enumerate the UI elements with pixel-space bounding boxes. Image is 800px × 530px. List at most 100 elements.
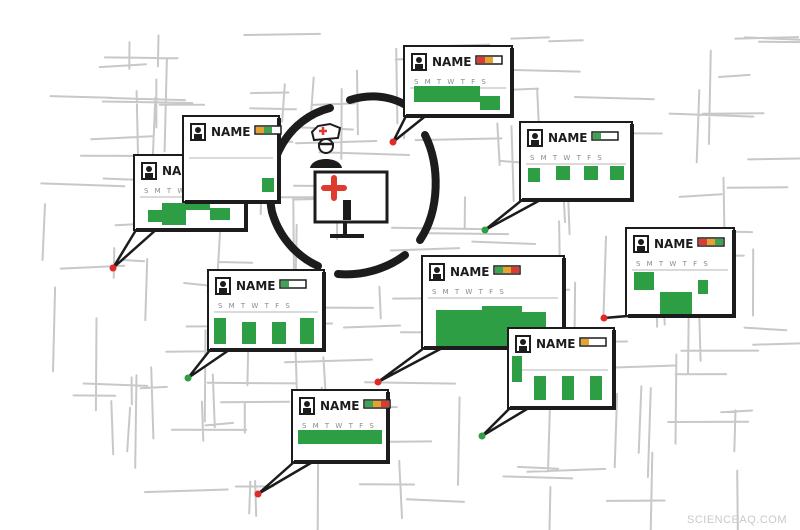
schedule-card: NAME: [478, 327, 616, 440]
status-bar-icon: [579, 337, 607, 347]
card-name-label: NAME: [654, 237, 693, 251]
status-bar-icon: [279, 279, 307, 289]
status-bar-icon: [591, 131, 619, 141]
person-avatar-icon: [190, 123, 206, 141]
avatar-body: [433, 274, 441, 279]
person-avatar-icon: [633, 235, 649, 253]
card-name-label: NAME: [450, 265, 489, 279]
pointer-dot: [481, 226, 489, 234]
status-segment: [381, 401, 389, 407]
status-segment: [477, 57, 485, 63]
schedule-block: [480, 96, 500, 110]
card-pointer: [186, 346, 233, 380]
schedule-card: NAME: [182, 115, 282, 204]
pointer-dot: [184, 374, 192, 382]
avatar-head: [520, 339, 526, 345]
avatar-body: [219, 288, 227, 293]
card-pointer: [111, 227, 159, 270]
schedule-block: [698, 280, 708, 294]
status-segment: [707, 239, 715, 245]
pointer-dot: [254, 490, 262, 498]
avatar-body: [415, 64, 423, 69]
status-segment: [495, 267, 503, 273]
card-name-label: NAME: [548, 131, 587, 145]
status-segment: [256, 127, 264, 133]
schedule-block: [214, 318, 226, 344]
schedule-block: [610, 166, 624, 180]
schedule-card: NAME S M T W T F S: [600, 227, 736, 322]
schedule-card: NAME S M T W T F S: [481, 121, 634, 234]
schedule-block: [660, 292, 692, 314]
status-bar-icon: [254, 125, 282, 135]
status-segment: [373, 401, 381, 407]
card-shadow-edge: [210, 272, 326, 352]
schedule-block: [242, 322, 256, 344]
pointer-dot: [389, 138, 397, 146]
monitor-icon: [313, 170, 389, 238]
schedule-block: [298, 430, 382, 444]
weekday-labels: S M T W T F S: [432, 288, 506, 296]
schedule-block: [210, 208, 230, 220]
status-bar-icon: [697, 237, 725, 247]
schedule-block: [272, 322, 286, 344]
status-segment: [593, 133, 601, 139]
status-segment: [503, 267, 511, 273]
person-avatar-icon: [411, 53, 427, 71]
schedule-block: [534, 376, 546, 400]
card-name-label: NAME: [211, 125, 250, 139]
status-bar-icon: [493, 265, 521, 275]
card-shadow-edge: [522, 124, 634, 202]
weekday-labels: S M T W T F S: [636, 260, 710, 268]
card-shadow-edge: [510, 330, 616, 410]
schedule-block: [528, 168, 540, 182]
weekday-labels: S M T W T F S: [218, 302, 292, 310]
card-name-label: NAME: [320, 399, 359, 413]
status-segment: [264, 127, 272, 133]
avatar-head: [195, 127, 201, 133]
person-avatar-icon: [515, 335, 531, 353]
avatar-body: [194, 134, 202, 139]
status-bar-frame: [591, 131, 619, 141]
card-pointer: [256, 458, 317, 496]
avatar-head: [416, 57, 422, 63]
pointer-dot: [374, 378, 382, 386]
status-segment: [485, 57, 493, 63]
person-avatar-icon: [429, 263, 445, 281]
person-avatar-icon: [299, 397, 315, 415]
card-pointer: [376, 344, 447, 384]
status-bar-frame: [279, 279, 307, 289]
status-bar-icon: [475, 55, 503, 65]
status-segment: [699, 239, 707, 245]
status-segment: [511, 267, 519, 273]
weekday-labels: S M T W T F S: [302, 422, 376, 430]
avatar-body: [531, 140, 539, 145]
card-name-label: NAME: [432, 55, 471, 69]
red-cross-icon: [321, 175, 347, 201]
weekday-labels: S M T W T F S: [144, 187, 218, 195]
status-segment: [581, 339, 589, 345]
pointer-dot: [478, 432, 486, 440]
schedule-block: [262, 178, 274, 192]
schedule-block: [162, 203, 186, 225]
avatar-body: [303, 408, 311, 413]
schedule-block: [436, 310, 482, 346]
status-bar-icon: [363, 399, 391, 409]
schedule-block: [634, 272, 654, 290]
weekday-labels: S M T W T F S: [530, 154, 604, 162]
schedule-cards: NAME S M T W T F S NAME NAME S M T W T F S NA…: [109, 45, 736, 498]
card-name-label: NAME: [236, 279, 275, 293]
status-segment: [365, 401, 373, 407]
central-hub: [265, 92, 440, 279]
hub-circle-arc-bottom: [334, 251, 409, 279]
card-name-label: NAME: [536, 337, 575, 351]
avatar-head: [220, 281, 226, 287]
person-avatar-icon: [527, 129, 543, 147]
schedule-block: [556, 166, 570, 180]
avatar-body: [519, 346, 527, 351]
person-avatar-icon: [215, 277, 231, 295]
watermark: SCIENCEAQ.COM: [687, 514, 787, 526]
schedule-block: [590, 376, 602, 400]
hub-circle-arc-right: [416, 131, 440, 244]
card-pointer: [480, 404, 533, 438]
